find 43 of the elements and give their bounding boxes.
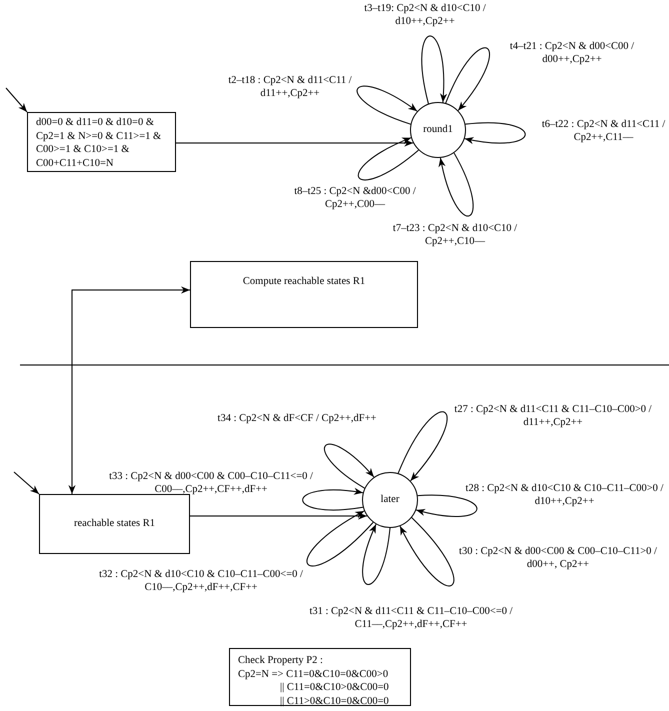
self-loop-arrow xyxy=(358,137,420,180)
edge-label: t30 : Cp2<N & d00<C00 & C00–C10–C11>0 / d00++, Cp2++ xyxy=(458,545,658,571)
state-box xyxy=(229,648,411,706)
edge-label: t33 : Cp2<N & d00<C00 & C00–C10–C11<=0 / C00––,Cp2++,CF++,dF++ xyxy=(108,470,314,496)
arrow xyxy=(176,139,414,147)
edge-label: t8–t25 : Cp2<N &d00<C00 / Cp2++,C00–– xyxy=(293,185,417,211)
edge-label: t32 : Cp2<N & d10<C10 & C10–C11–C00<=0 / C10––,Cp2++,dF++,CF++ xyxy=(98,568,304,594)
self-loop-arrow xyxy=(356,86,418,125)
edge-label: t3–t19: Cp2<N & d10<C10 / d10++,Cp2++ xyxy=(363,2,487,28)
state-circle xyxy=(362,472,418,528)
state-circle xyxy=(410,102,466,158)
self-loop-arrow xyxy=(398,412,448,482)
state-box xyxy=(27,112,176,172)
box-text: Compute reachable states R1 xyxy=(242,274,366,288)
self-loop-arrow xyxy=(302,488,364,510)
box-text: d00=0 & d11=0 & d10=0 & Cp2=1 & N>=0 & C11>=1 & C00>=1 & C10>=1 & C00+C11+C10=N xyxy=(36,116,162,170)
arrow xyxy=(68,286,190,494)
self-loop-arrow xyxy=(400,517,454,586)
edge-label: t27 : Cp2<N & d11<C11 & C11–C10–C00>0 / d11++,Cp2++ xyxy=(453,403,653,429)
state-box xyxy=(39,494,190,554)
edge-label: t2–t18 : Cp2<N & d11<C11 / d11++,Cp2++ xyxy=(227,74,353,100)
arrow xyxy=(190,512,368,520)
edge-label: t6–t22 : Cp2<N & d11<C11 / Cp2++,C11–– xyxy=(540,118,666,144)
state-box xyxy=(190,261,418,328)
box-text: later xyxy=(380,493,400,507)
self-loop-arrow xyxy=(421,36,447,104)
arrow xyxy=(14,472,40,494)
arrow xyxy=(6,88,28,112)
self-loop-arrow xyxy=(464,122,526,144)
edge-label: t34 : Cp2<N & dF<CF / Cp2++,dF++ xyxy=(216,412,378,425)
box-heading: Check Property P2 : xyxy=(238,654,324,668)
self-loop-arrow xyxy=(306,510,374,566)
self-loop-arrow xyxy=(438,152,474,216)
box-text: round1 xyxy=(423,123,453,137)
edge-label: t4–t21 : Cp2<N & d00<C00 / d00++,Cp2++ xyxy=(508,40,636,66)
self-loop-arrow xyxy=(362,524,390,585)
edge-label: t31 : Cp2<N & d11<C11 & C11–C10–C00<=0 / C11––,Cp2++,dF++,CF++ xyxy=(308,605,514,631)
box-text: reachable states R1 xyxy=(74,517,156,531)
self-loop-arrow xyxy=(445,48,490,112)
edge-label: t7–t23 : Cp2<N & d10<C10 / Cp2++,C10–– xyxy=(392,222,518,248)
self-loop-arrow xyxy=(324,444,374,489)
edge-label: t28 : Cp2<N & d10<C10 & C10–C11–C00>0 / d10++,Cp2++ xyxy=(464,482,664,508)
self-loop-arrow xyxy=(416,494,478,517)
